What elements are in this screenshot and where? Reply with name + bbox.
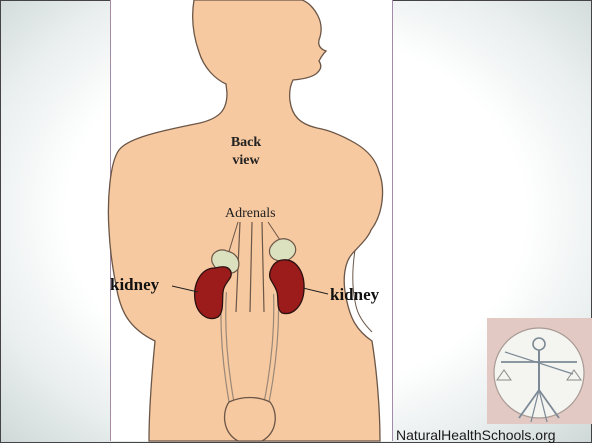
kidney-label-right: kidney bbox=[330, 286, 379, 303]
watermark-logo-box bbox=[487, 318, 592, 424]
vitruvian-man-icon bbox=[487, 318, 592, 424]
watermark-text: NaturalHealthSchools.org bbox=[396, 427, 556, 443]
adrenals-label: Adrenals bbox=[225, 207, 276, 221]
bladder bbox=[225, 398, 276, 442]
kidney-label-left: kidney bbox=[110, 276, 159, 293]
